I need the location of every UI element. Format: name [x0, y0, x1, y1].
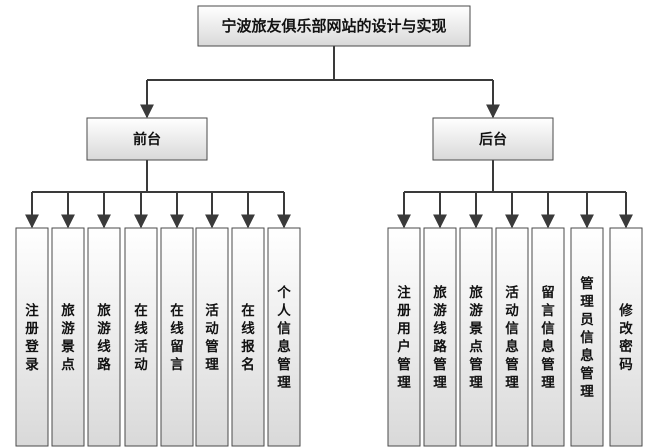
leaf-label-char: 登	[24, 338, 39, 355]
leaf-label-char: 管	[277, 356, 291, 373]
leaf-label-char: 报	[241, 339, 255, 355]
leaf-label-char: 管	[505, 356, 519, 373]
leaf-label-char: 个	[276, 285, 291, 301]
leaf-label-char: 管	[397, 356, 411, 373]
leaf-label-char: 动	[205, 320, 219, 337]
leaf-label-char: 理	[277, 375, 291, 391]
leaf-label-char: 在	[134, 302, 148, 319]
leaf-label-char: 理	[205, 357, 219, 373]
group-label-front: 前台	[133, 131, 161, 148]
leaf-label-char: 理	[580, 384, 594, 400]
leaf-label-char: 留	[170, 338, 184, 355]
leaf-label-char: 线	[134, 320, 148, 337]
leaf-label-char: 理	[505, 375, 519, 391]
leaf-label-char: 理	[397, 375, 411, 391]
leaf-label-char: 在	[170, 302, 184, 319]
group-label-back: 后台	[479, 131, 507, 148]
leaf-label-char: 录	[25, 357, 39, 373]
leaf-label-char: 注	[397, 284, 411, 301]
leaf-label-char: 游	[97, 320, 111, 337]
leaf-label-char: 理	[433, 375, 447, 391]
leaf-label-char: 户	[397, 338, 411, 355]
leaf-label-char: 员	[580, 312, 594, 328]
leaf-label-char: 名	[241, 356, 255, 373]
leaf-label-char: 旅	[61, 302, 75, 319]
leaf-label-char: 密	[618, 338, 633, 355]
root-node: 宁波旅友俱乐部网站的设计与实现	[197, 5, 471, 47]
leaf-label-char: 活	[205, 302, 219, 319]
leaf-label-char: 旅	[433, 284, 447, 301]
leaf-label-char: 游	[469, 302, 483, 319]
leaf-label-char: 路	[433, 338, 447, 355]
leaf-label-char: 线	[97, 338, 111, 355]
leaf-label-char: 景	[469, 321, 483, 337]
leaf-label-char: 线	[433, 320, 447, 337]
leaf-label-char: 息	[541, 338, 555, 355]
leaf-label-char: 用	[397, 321, 411, 337]
leaf-label-char: 管	[541, 356, 555, 373]
leaf-label-char: 管	[469, 356, 483, 373]
leaf-label-char: 注	[25, 302, 39, 319]
leaf-label-char: 理	[541, 375, 555, 391]
leaf-label-char: 册	[25, 321, 39, 337]
leaf-label-char: 理	[580, 294, 594, 310]
group-node-front: 前台	[86, 117, 208, 161]
leaf-label-char: 旅	[97, 302, 111, 319]
leaf-label-char: 留	[541, 284, 555, 301]
leaf-label-char: 管	[580, 275, 594, 292]
leaf-label-char: 活	[134, 338, 148, 355]
leaf-label-char: 理	[469, 375, 483, 391]
leaf-label-char: 旅	[469, 284, 483, 301]
leaf-label-char: 活	[505, 284, 519, 301]
leaf-label-char: 码	[619, 357, 633, 373]
leaf-label-char: 动	[134, 356, 148, 373]
leaf-label-char: 信	[541, 320, 555, 337]
leaf-label-char: 游	[433, 302, 447, 319]
leaf-label-char: 点	[469, 338, 483, 355]
leaf-label-char: 息	[505, 338, 519, 355]
leaf-label-char: 游	[61, 320, 75, 337]
leaf-label-char: 管	[580, 365, 594, 382]
root-label: 宁波旅友俱乐部网站的设计与实现	[221, 17, 446, 35]
leaf-label-char: 管	[205, 338, 219, 355]
leaf-label-char: 言	[541, 302, 555, 319]
leaf-label-char: 在	[241, 302, 255, 319]
leaf-label-char: 路	[97, 356, 111, 373]
leaf-label-char: 信	[277, 320, 291, 337]
leaf-label-char: 点	[61, 356, 75, 373]
leaf-label-char: 人	[277, 303, 291, 319]
leaf-label-char: 信	[505, 320, 519, 337]
leaf-label-char: 改	[619, 320, 633, 337]
leaf-label-char: 信	[580, 329, 594, 346]
leaf-label-char: 息	[277, 338, 291, 355]
leaf-label-char: 线	[241, 320, 255, 337]
connectors	[25, 46, 633, 229]
leaf-label-char: 动	[505, 302, 519, 319]
leaf-label-char: 息	[580, 347, 594, 364]
leaf-label-char: 修	[618, 302, 633, 319]
leaf-nodes: 注册登录旅游景点旅游线路在线活动在线留言活动管理在线报名个人信息管理注册用户管理…	[15, 227, 643, 447]
leaf-label-char: 景	[61, 339, 75, 355]
leaf-label-char: 册	[397, 303, 411, 319]
leaf-label-char: 言	[170, 356, 184, 373]
leaf-label-char: 管	[433, 356, 447, 373]
group-node-back: 后台	[432, 117, 554, 161]
leaf-label-char: 线	[170, 320, 184, 337]
